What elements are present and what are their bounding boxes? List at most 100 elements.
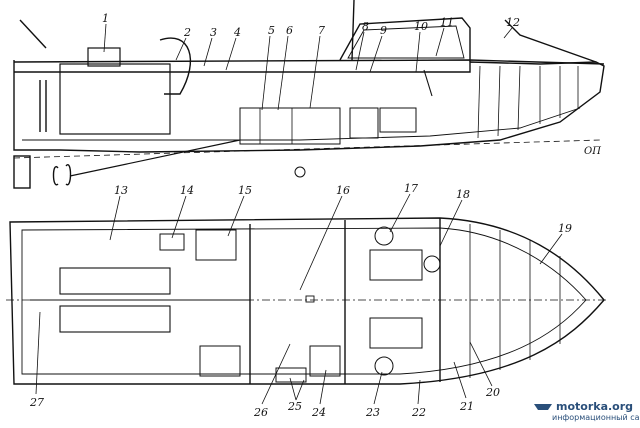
side-profile	[13, 0, 605, 189]
muffler	[159, 37, 192, 95]
fan	[374, 226, 394, 246]
leader-line	[309, 35, 321, 109]
leader-line	[103, 23, 107, 53]
bow-frame	[497, 65, 501, 137]
callout-10: 10	[414, 20, 428, 33]
leader-line	[355, 31, 365, 71]
leader-line	[503, 27, 513, 39]
plan-hull-outline	[9, 217, 605, 385]
leader-line	[289, 377, 305, 401]
plan-engine	[59, 305, 171, 333]
plan-view	[6, 217, 606, 385]
leader-line	[277, 35, 289, 111]
leader-line	[373, 371, 383, 405]
fuel-tank	[199, 345, 241, 377]
bunk	[379, 107, 417, 133]
plan-inner-outline	[21, 227, 587, 375]
boat-logo-icon	[534, 404, 552, 410]
watermark: motorka.org информационный сайт	[534, 400, 640, 422]
callout-22: 22	[411, 406, 426, 419]
callout-2: 2	[183, 26, 191, 39]
bow-rail	[504, 19, 597, 63]
hatch	[305, 295, 315, 303]
inner-bottom	[22, 107, 581, 141]
leader-line	[261, 35, 271, 111]
rudder	[13, 155, 31, 189]
hull-outline	[13, 60, 605, 153]
propeller	[52, 164, 72, 186]
leader-line	[299, 195, 343, 291]
callout-6: 6	[286, 24, 293, 37]
prop-shaft	[69, 139, 241, 177]
compass	[294, 166, 306, 178]
leader-line	[469, 341, 493, 387]
callout-14: 14	[180, 184, 194, 197]
leader-line	[35, 311, 41, 395]
exhaust-pipe	[39, 80, 47, 132]
fan	[374, 356, 394, 376]
callout-26: 26	[253, 406, 268, 419]
callout-5: 5	[268, 24, 275, 37]
waterline	[13, 139, 601, 159]
callout-11: 11	[440, 16, 454, 29]
antenna	[19, 19, 47, 49]
watermark-site: motorka.org	[556, 400, 633, 413]
leader-line	[417, 379, 421, 405]
seat	[369, 317, 423, 349]
mast	[351, 0, 355, 61]
cabin-window	[347, 25, 465, 59]
callout-16: 16	[336, 184, 350, 197]
callout-25: 25	[287, 400, 302, 413]
callout-15: 15	[238, 184, 252, 197]
callout-13: 13	[114, 184, 128, 197]
steering-wheel	[423, 69, 433, 97]
leader-line	[319, 369, 327, 405]
leader-line	[227, 195, 245, 237]
battery-box	[349, 107, 379, 139]
callout-7: 7	[318, 24, 325, 37]
callout-24: 24	[311, 406, 326, 419]
locker	[275, 367, 307, 383]
leader-line	[539, 233, 563, 265]
leader-line	[439, 199, 463, 247]
waterline-label: ОП	[584, 146, 601, 157]
callout-23: 23	[365, 406, 380, 419]
steering-wheel-plan	[423, 255, 441, 273]
leader-line	[171, 195, 187, 239]
callout-27: 27	[29, 396, 44, 409]
callout-8: 8	[362, 20, 369, 33]
tool-box	[159, 233, 185, 251]
leader-line	[203, 37, 213, 67]
tank-divider	[259, 108, 293, 144]
tank-compartment	[239, 107, 341, 145]
locker	[309, 345, 341, 377]
plan-engine	[59, 267, 171, 295]
bow-frame	[517, 65, 521, 131]
leader-line	[225, 37, 237, 71]
leader-line	[415, 31, 421, 73]
leader-line	[389, 193, 411, 233]
leader-line	[109, 195, 121, 241]
callout-17: 17	[404, 182, 418, 195]
callout-18: 18	[456, 188, 470, 201]
watermark-tagline: информационный сайт	[552, 413, 640, 422]
leader-line	[453, 361, 467, 399]
bow-frame	[477, 65, 481, 139]
leader-line	[435, 27, 445, 57]
callout-9: 9	[380, 24, 387, 37]
seat	[369, 249, 423, 281]
fuel-tank	[195, 229, 237, 261]
leader-line	[261, 343, 291, 405]
leader-line	[369, 35, 383, 73]
engine-block	[59, 63, 171, 135]
leader-line	[175, 37, 187, 61]
callout-19: 19	[558, 222, 572, 235]
callout-21: 21	[459, 400, 474, 413]
callout-20: 20	[485, 386, 500, 399]
callout-4: 4	[233, 26, 241, 39]
callout-12: 12	[506, 16, 520, 29]
callout-3: 3	[210, 26, 217, 39]
callout-1: 1	[102, 12, 109, 25]
